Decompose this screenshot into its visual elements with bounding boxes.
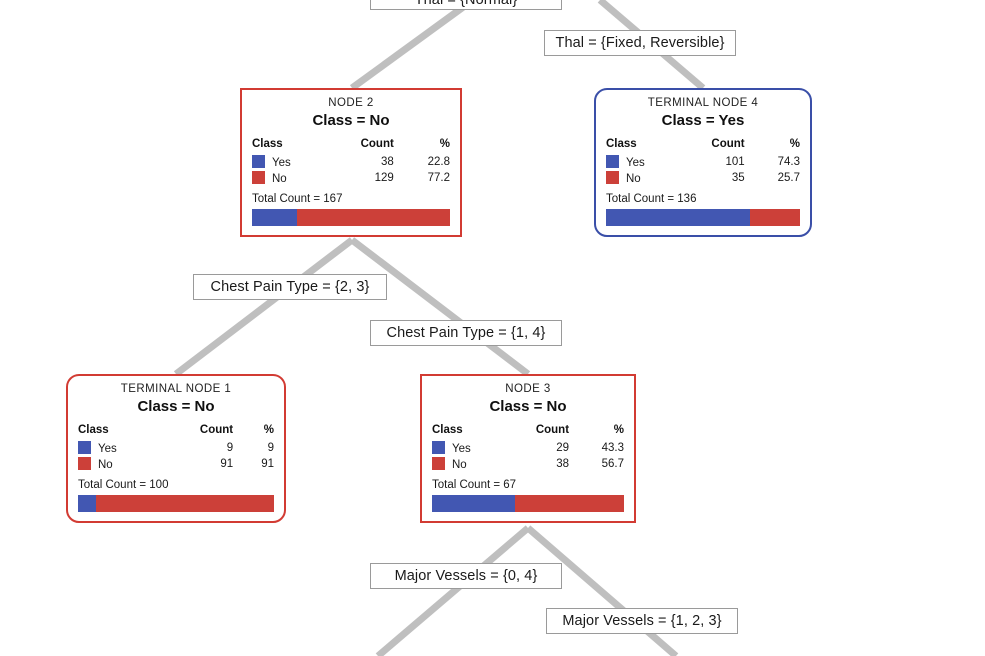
row-pct: 56.7 — [601, 458, 624, 471]
row-class-name: No — [626, 173, 641, 186]
distribution-bar — [606, 209, 800, 227]
node-distribution-table: Class Count % Yes 38 22.8 No 129 — [252, 138, 450, 186]
header-class: Class — [606, 138, 637, 151]
legend-swatch-yes-icon — [606, 155, 619, 169]
edge-node2-left — [173, 237, 355, 377]
table-header-row: Class Count % — [432, 424, 624, 440]
node-distribution-table: Class Count % Yes 29 43.3 No 38 — [432, 424, 624, 472]
bar-segment-yes — [432, 495, 516, 513]
header-count: Count — [199, 424, 234, 437]
node-title: NODE 2 — [328, 97, 374, 109]
row-pct: 9 — [267, 442, 274, 455]
table-row: No 91 91 — [78, 456, 274, 472]
table-header-row: Class Count % — [252, 138, 450, 154]
row-pct: 43.3 — [601, 442, 624, 455]
header-count: Count — [360, 138, 394, 151]
legend-swatch-yes-icon — [78, 441, 91, 455]
row-pct: 22.8 — [427, 156, 450, 169]
distribution-bar — [432, 495, 624, 513]
row-class-name: No — [272, 173, 287, 186]
row-count: 38 — [381, 156, 394, 169]
edge-label-major-vessels-0-4: Major Vessels = {0, 4} — [370, 563, 562, 589]
header-count: Count — [711, 138, 745, 151]
node-class-label: Class = No — [137, 397, 215, 415]
row-count: 38 — [556, 458, 570, 471]
row-class-name: No — [452, 459, 467, 472]
header-pct: % — [613, 424, 624, 437]
tree-node-node3[interactable]: NODE 3 Class = No Class Count % Yes 29 4… — [420, 374, 636, 524]
bar-segment-no — [297, 209, 450, 227]
node-title: NODE 3 — [505, 383, 551, 395]
row-class-name: Yes — [626, 157, 645, 170]
node-title: TERMINAL NODE 1 — [120, 383, 232, 395]
row-class-name: No — [98, 459, 113, 472]
legend-swatch-yes-icon — [252, 155, 265, 169]
header-count: Count — [535, 424, 570, 437]
row-pct: 77.2 — [427, 172, 450, 185]
legend-swatch-no-icon — [432, 457, 445, 471]
tree-node-terminal1[interactable]: TERMINAL NODE 1 Class = No Class Count %… — [66, 374, 286, 524]
table-row: Yes 38 22.8 — [252, 154, 450, 170]
header-pct: % — [263, 424, 274, 437]
row-count: 9 — [226, 442, 234, 455]
tree-node-terminal4[interactable]: TERMINAL NODE 4 Class = Yes Class Count … — [594, 88, 812, 238]
row-count: 129 — [374, 172, 394, 185]
edge-node3-right — [525, 525, 679, 656]
node-class-label: Class = No — [489, 397, 567, 415]
total-count-label: Total Count = 167 — [252, 193, 343, 206]
bar-segment-no — [515, 495, 624, 513]
table-row: Yes 29 43.3 — [432, 440, 624, 456]
legend-swatch-no-icon — [606, 171, 619, 185]
bar-segment-no — [95, 495, 274, 513]
node-distribution-table: Class Count % Yes 101 74.3 No 35 — [606, 138, 800, 186]
row-pct: 91 — [261, 458, 274, 471]
header-class: Class — [432, 424, 463, 437]
edge-label-thal-normal: Thal = {Normal} — [370, 0, 562, 10]
bar-segment-yes — [78, 495, 96, 513]
edge-label-major-vessels-1-2-3: Major Vessels = {1, 2, 3} — [546, 608, 738, 634]
row-pct: 74.3 — [777, 156, 800, 169]
row-count: 101 — [725, 156, 745, 169]
legend-swatch-no-icon — [78, 457, 91, 471]
table-row: No 38 56.7 — [432, 456, 624, 472]
legend-swatch-yes-icon — [432, 441, 445, 455]
header-class: Class — [252, 138, 283, 151]
edge-label-thal-fixed-reversible: Thal = {Fixed, Reversible} — [544, 30, 736, 56]
total-count-label: Total Count = 136 — [606, 193, 697, 206]
table-row: Yes 101 74.3 — [606, 154, 800, 170]
row-class-name: Yes — [98, 443, 117, 456]
table-header-row: Class Count % — [606, 138, 800, 154]
tree-node-node2[interactable]: NODE 2 Class = No Class Count % Yes 38 2… — [240, 88, 462, 238]
table-row: Yes 9 9 — [78, 440, 274, 456]
row-count: 91 — [220, 458, 234, 471]
table-header-row: Class Count % — [78, 424, 274, 440]
table-row: No 35 25.7 — [606, 170, 800, 186]
edge-root-left — [349, 2, 469, 91]
row-class-name: Yes — [452, 443, 471, 456]
legend-swatch-no-icon — [252, 171, 265, 185]
bar-segment-no — [750, 209, 800, 227]
row-class-name: Yes — [272, 157, 291, 170]
node-distribution-table: Class Count % Yes 9 9 No 91 — [78, 424, 274, 472]
header-class: Class — [78, 424, 109, 437]
bar-segment-yes — [606, 209, 751, 227]
header-pct: % — [789, 138, 800, 151]
row-pct: 25.7 — [777, 172, 800, 185]
edge-label-chest-pain-type-2-3: Chest Pain Type = {2, 3} — [193, 274, 387, 300]
node-class-label: Class = No — [312, 111, 390, 129]
edge-node3-left — [375, 525, 531, 656]
total-count-label: Total Count = 100 — [78, 479, 169, 492]
total-count-label: Total Count = 67 — [432, 479, 517, 492]
node-title: TERMINAL NODE 4 — [647, 97, 759, 109]
distribution-bar — [78, 495, 274, 513]
node-class-label: Class = Yes — [661, 111, 745, 129]
row-count: 35 — [731, 172, 745, 185]
distribution-bar — [252, 209, 450, 227]
table-row: No 129 77.2 — [252, 170, 450, 186]
edge-label-chest-pain-type-1-4: Chest Pain Type = {1, 4} — [370, 320, 562, 346]
edge-node2-right — [349, 237, 531, 377]
bar-segment-yes — [252, 209, 298, 227]
row-count: 29 — [556, 442, 570, 455]
header-pct: % — [439, 138, 450, 151]
